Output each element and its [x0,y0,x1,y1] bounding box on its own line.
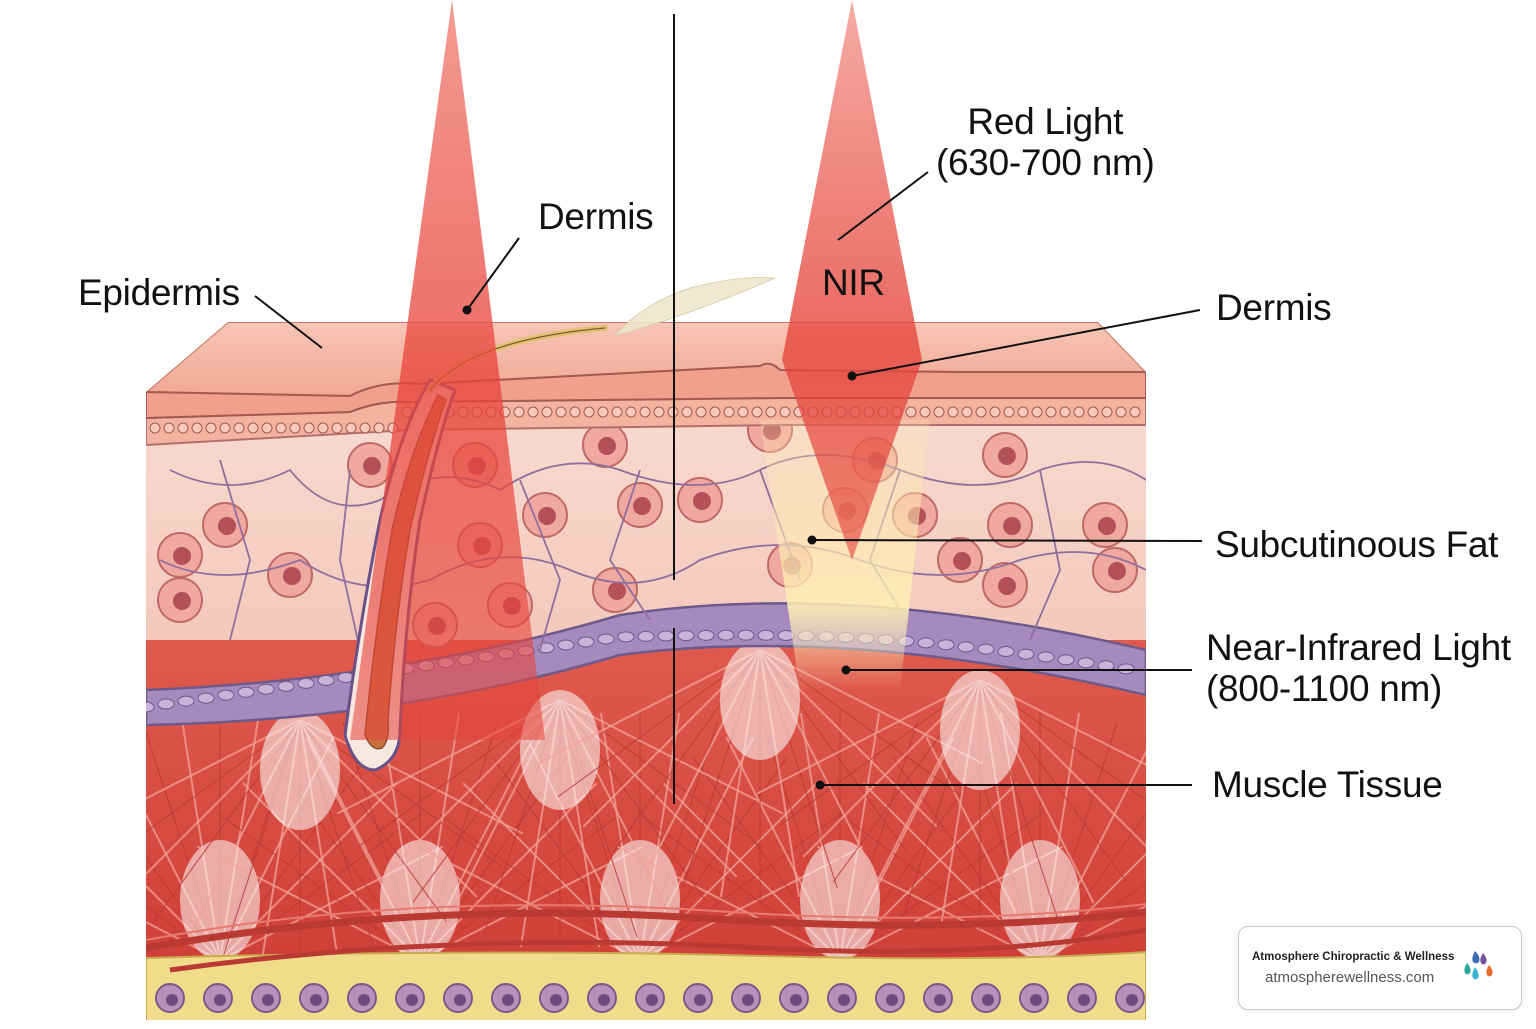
brand-name: Atmosphere Chiropractic & Wellness [1252,951,1455,963]
label-muscle-tissue: Muscle Tissue [1212,764,1443,805]
label-red-light-range: (630-700 nm) [936,142,1155,184]
brand-url: atmospherewellness.com [1265,969,1435,986]
muscle-fibers [146,640,1146,960]
leader-dermis-left [466,237,520,311]
label-red-light: Red Light (630-700 nm) [936,101,1155,184]
label-subcutaneous-fat: Subcutinoous Fat [1215,524,1499,565]
leader-dots [462,305,857,790]
label-epidermis: Epidermis [78,272,240,313]
label-nir: NIR [822,262,885,303]
label-dermis-left: Dermis [538,196,654,237]
brand-watermark-card: Atmosphere Chiropractic & Wellness atmos… [1238,926,1522,1010]
leader-dermis-right [851,309,1201,377]
nir-glow [760,420,930,690]
hair-strand [613,276,776,337]
fat-cells [155,983,1145,1013]
blood-vessel-highlight [146,903,1146,941]
label-near-infrared-name: Near-Infrared Light [1206,627,1511,668]
leader-subcutaneous-fat [811,539,1203,542]
leader-epidermis [254,295,323,349]
leader-lines [254,171,1203,786]
water-drops-logo-icon [1464,951,1493,980]
label-red-light-name: Red Light [967,101,1124,142]
capillary-network [159,454,1146,651]
leader-red-light [837,171,929,241]
label-dermis-right: Dermis [1216,287,1332,328]
nir-beam-cone [782,0,922,560]
label-near-infrared-range: (800-1100 nm) [1206,668,1443,710]
blood-vessel [146,908,1146,952]
label-near-infrared: Near-Infrared Light (800-1100 nm) [1206,627,1511,710]
tissue-block [146,322,1146,1020]
blood-vessel [169,927,1146,973]
red-light-beam-left [350,0,545,740]
